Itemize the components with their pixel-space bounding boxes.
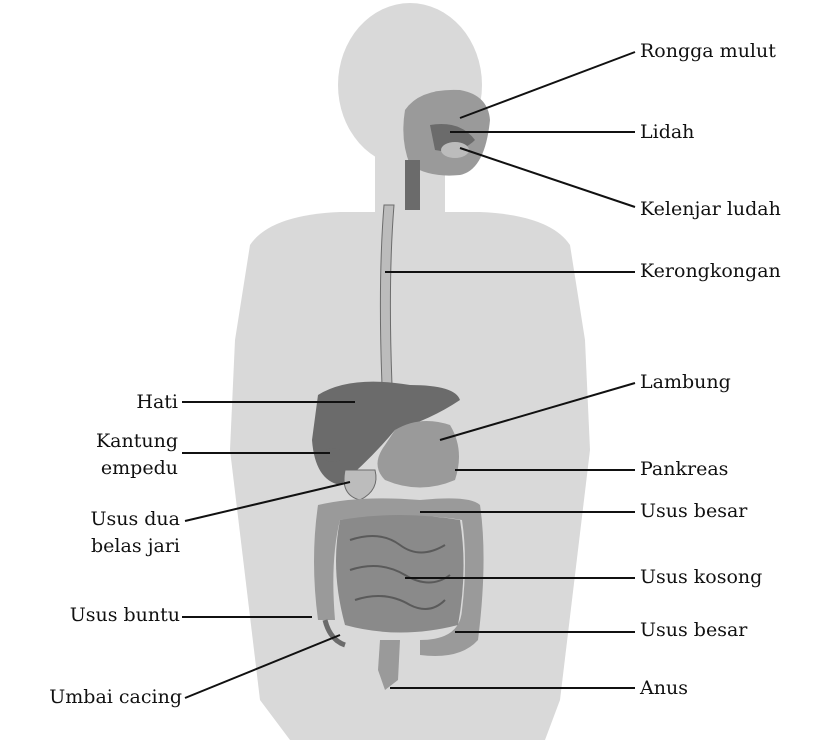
label-hati: Hati [120, 389, 178, 415]
label-usus-kosong: Usus kosong [640, 564, 762, 590]
label-lidah: Lidah [640, 119, 694, 145]
label-lambung: Lambung [640, 369, 731, 395]
label-kantung-line1: Kantung [40, 428, 178, 454]
label-usus-besar-upper: Usus besar [640, 498, 747, 524]
label-pankreas: Pankreas [640, 456, 728, 482]
label-usus-dua-line2: belas jari [30, 533, 180, 559]
label-usus-buntu: Usus buntu [10, 602, 180, 628]
label-kantung-line2: empedu [40, 455, 178, 481]
label-umbai-cacing: Umbai cacing [0, 684, 182, 710]
small-intestine [336, 515, 464, 633]
label-kelenjar-ludah: Kelenjar ludah [640, 196, 781, 222]
label-usus-dua-line1: Usus dua [30, 506, 180, 532]
label-kerongkongan: Kerongkongan [640, 258, 781, 284]
line-kelenjar-ludah [460, 148, 635, 207]
label-usus-besar-lower: Usus besar [640, 617, 747, 643]
label-anus: Anus [640, 675, 688, 701]
line-rongga-mulut [460, 52, 635, 118]
label-rongga-mulut: Rongga mulut [640, 38, 776, 64]
